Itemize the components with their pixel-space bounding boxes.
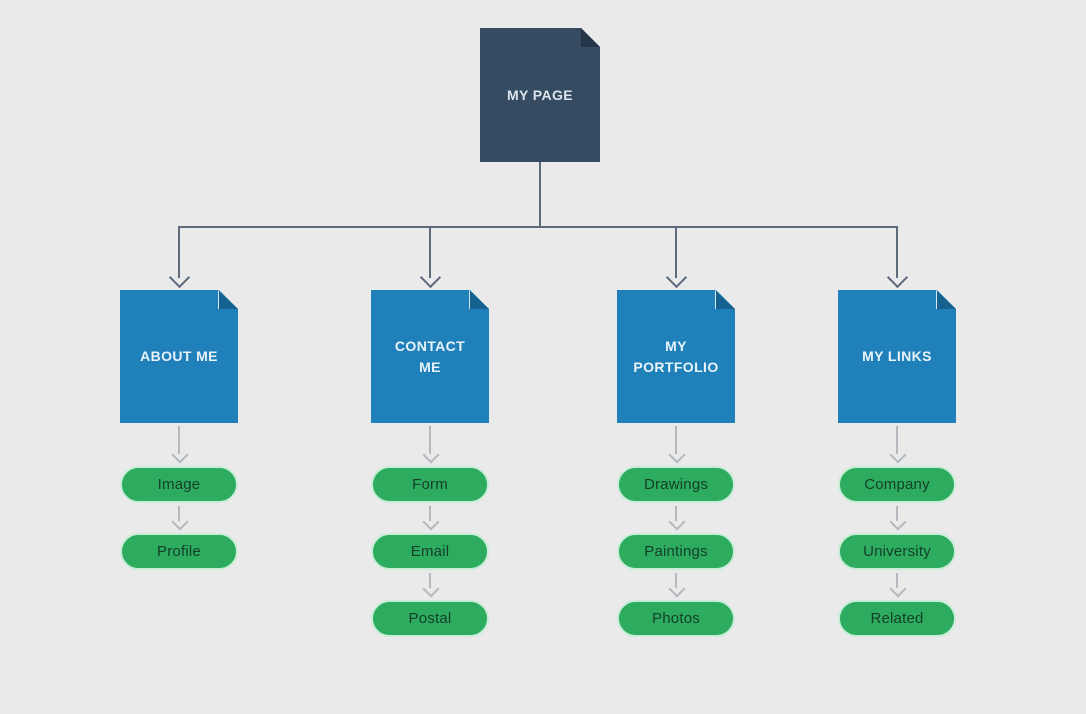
arrow-head-icon	[422, 580, 440, 598]
arrow-stem	[675, 573, 677, 588]
child-page-label: MY PORTFOLIO	[633, 338, 719, 375]
connector-drop-4	[896, 226, 898, 278]
subpage-pill-email[interactable]: Email	[371, 533, 489, 570]
connector-drop-1	[178, 226, 180, 278]
arrow-stem	[675, 506, 677, 521]
connector-drop-3	[675, 226, 677, 278]
child-page-label: MY LINKS	[862, 348, 932, 365]
child-page-label: ABOUT ME	[140, 348, 218, 365]
subpage-pill-drawings[interactable]: Drawings	[617, 466, 735, 503]
arrow-stem	[896, 426, 898, 454]
arrow-head-icon	[168, 266, 191, 289]
arrow-head-icon	[668, 580, 686, 598]
subpage-pill-image[interactable]: Image	[120, 466, 238, 503]
subpage-pill-profile[interactable]: Profile	[120, 533, 238, 570]
arrow-head-icon	[668, 446, 686, 464]
arrow-head-icon	[886, 266, 909, 289]
arrow-head-icon	[668, 513, 686, 531]
subpage-pill-postal[interactable]: Postal	[371, 600, 489, 637]
connector-drop-2	[429, 226, 431, 278]
arrow-head-icon	[422, 513, 440, 531]
child-page-node-about-me[interactable]: ABOUT ME	[120, 290, 238, 423]
root-page-node[interactable]: MY PAGE	[480, 28, 600, 162]
subpage-pill-form[interactable]: Form	[371, 466, 489, 503]
arrow-head-icon	[889, 446, 907, 464]
arrow-stem	[675, 426, 677, 454]
subpage-pill-university[interactable]: University	[838, 533, 956, 570]
arrow-head-icon	[419, 266, 442, 289]
arrow-head-icon	[422, 446, 440, 464]
arrow-stem	[896, 506, 898, 521]
subpage-pill-paintings[interactable]: Paintings	[617, 533, 735, 570]
arrow-stem	[429, 426, 431, 454]
arrow-head-icon	[889, 580, 907, 598]
arrow-head-icon	[171, 446, 189, 464]
connector-root-stem	[539, 162, 541, 228]
subpage-pill-photos[interactable]: Photos	[617, 600, 735, 637]
arrow-stem	[178, 426, 180, 454]
arrow-head-icon	[665, 266, 688, 289]
child-page-node-my-portfolio[interactable]: MY PORTFOLIO	[617, 290, 735, 423]
connector-branch-line	[178, 226, 898, 228]
child-page-label: CONTACT ME	[394, 338, 466, 375]
arrow-head-icon	[171, 513, 189, 531]
subpage-pill-related[interactable]: Related	[838, 600, 956, 637]
root-page-label: MY PAGE	[506, 86, 574, 103]
arrow-stem	[429, 506, 431, 521]
arrow-head-icon	[889, 513, 907, 531]
child-page-node-my-links[interactable]: MY LINKS	[838, 290, 956, 423]
arrow-stem	[178, 506, 180, 521]
arrow-stem	[429, 573, 431, 588]
child-page-node-contact-me[interactable]: CONTACT ME	[371, 290, 489, 423]
subpage-pill-company[interactable]: Company	[838, 466, 956, 503]
arrow-stem	[896, 573, 898, 588]
